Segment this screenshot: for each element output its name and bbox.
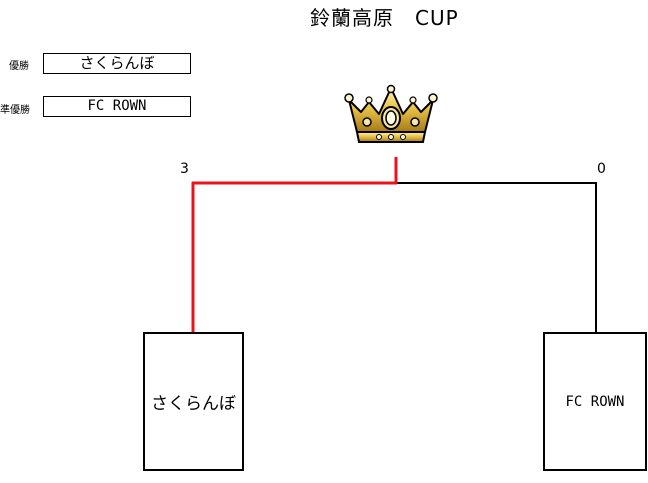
winner-label: 優勝	[9, 61, 29, 72]
team-box-right: FC ROWN	[543, 332, 647, 471]
tournament-title: 鈴蘭高原 CUP	[310, 6, 459, 30]
runner-up-name-box: FC ROWN	[43, 96, 191, 117]
runner-up-label: 準優勝	[0, 105, 30, 116]
winner-name-box: さくらんぼ	[43, 53, 191, 74]
team-box-left: さくらんぼ	[143, 332, 244, 471]
left-score: 3	[180, 161, 189, 177]
team-name-right: FC ROWN	[565, 393, 625, 410]
right-score: 0	[597, 161, 606, 177]
team-name-left: さくらんぼ	[151, 394, 236, 414]
crown-icon	[344, 84, 438, 143]
